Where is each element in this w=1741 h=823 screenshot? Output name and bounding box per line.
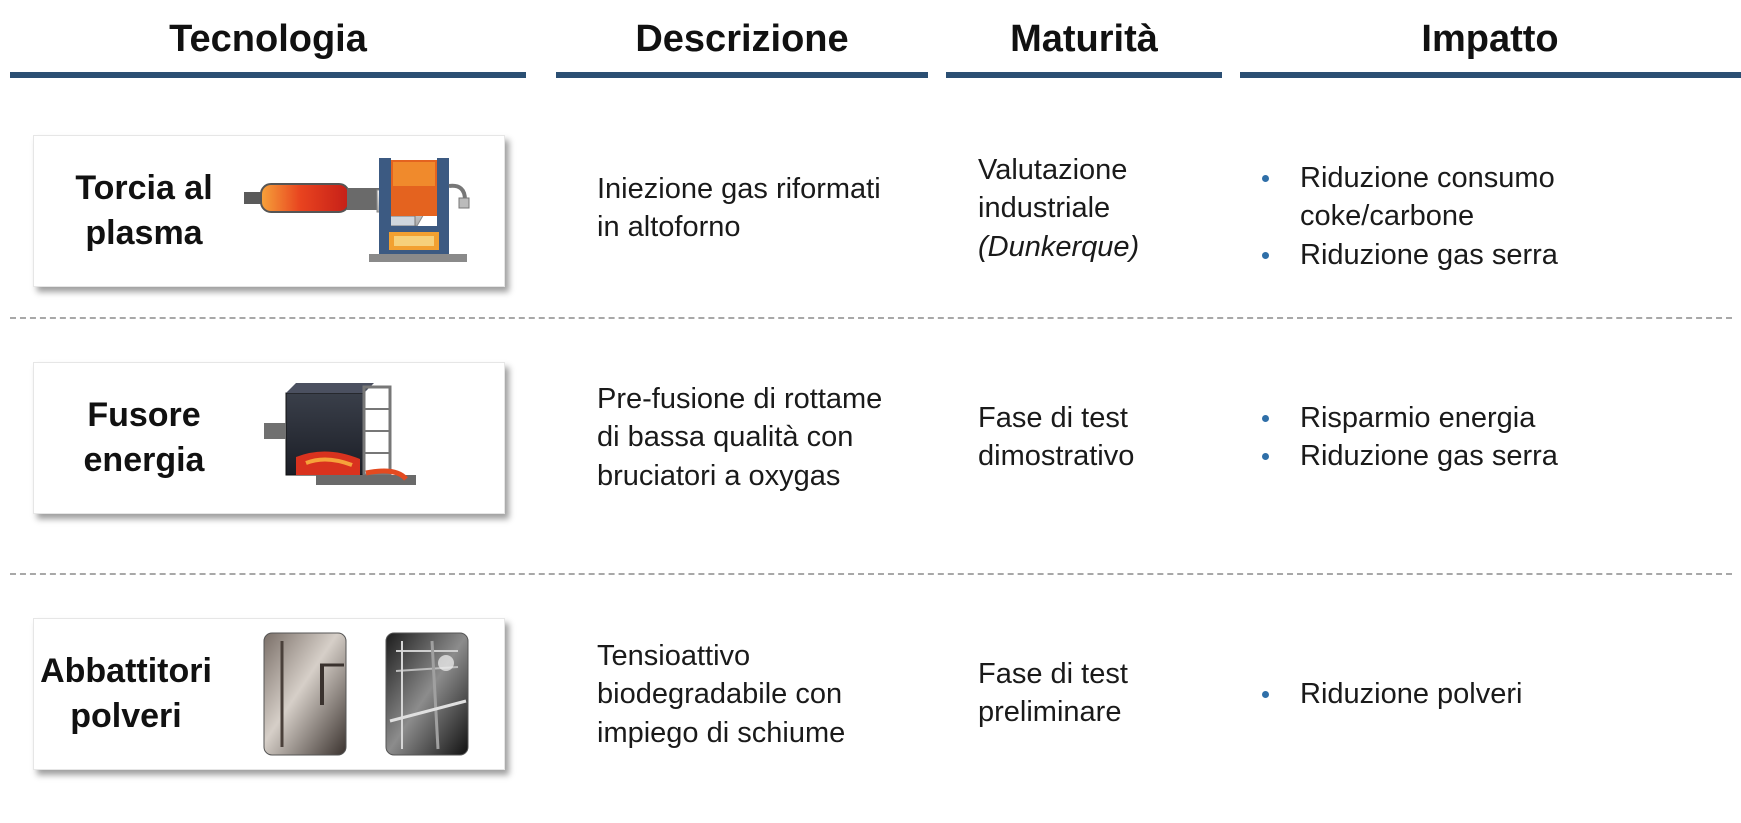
header-rule-impact <box>1240 72 1741 78</box>
scrap-melter-illustration <box>264 383 416 485</box>
impact-item: Riduzione polveri <box>1250 675 1522 713</box>
plasma-torch-furnace-illustration <box>244 158 470 262</box>
impact-item: Riduzione gas serra <box>1250 437 1558 475</box>
impact-item: Riduzione consumo coke/carbone <box>1250 159 1630 236</box>
dust-suppression-photos <box>263 632 469 756</box>
header-technology: Tecnologia <box>169 17 367 60</box>
header-description: Descrizione <box>635 17 849 60</box>
impact-item: Riduzione gas serra <box>1250 236 1630 274</box>
row-divider <box>10 573 1732 575</box>
impact-list: Riduzione polveri <box>1250 675 1522 713</box>
impact-list: Riduzione consumo coke/carbone Riduzione… <box>1250 159 1630 274</box>
impact-item: Risparmio energia <box>1250 399 1558 437</box>
header-rule-description <box>556 72 928 78</box>
header-impact: Impatto <box>1421 17 1559 60</box>
header-rule-technology <box>10 72 526 78</box>
impact-list: Risparmio energia Riduzione gas serra <box>1250 399 1558 476</box>
header-rule-maturity <box>946 72 1222 78</box>
row-divider <box>10 317 1732 319</box>
header-maturity: Maturità <box>1010 17 1158 60</box>
